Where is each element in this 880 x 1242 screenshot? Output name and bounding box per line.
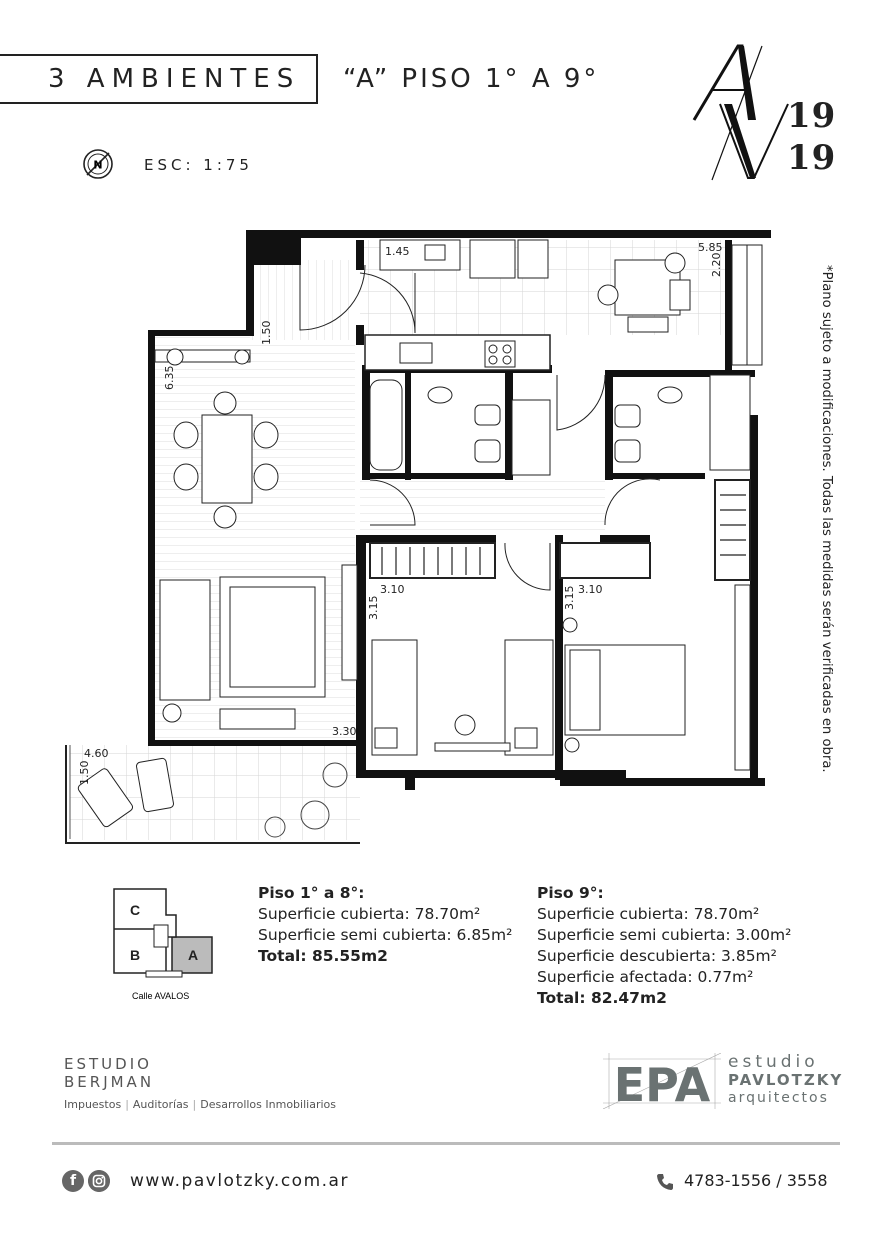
dim-label: 1.50 (260, 321, 273, 346)
key-unit-b: B (130, 947, 140, 963)
areas-heading: Piso 1° a 8°: (258, 884, 365, 902)
area-total: Total: 85.55m2 (258, 947, 388, 965)
areas-heading: Piso 9°: (537, 884, 604, 902)
areas-floor-9: Piso 9°: Superficie cubierta: 78.70m² Su… (537, 883, 791, 1009)
service-tag: Auditorías (132, 1098, 189, 1111)
logo-number-bottom: 19 (787, 138, 837, 178)
website-link[interactable]: www.pavlotzky.com.ar (130, 1171, 349, 1191)
footer-divider (52, 1142, 840, 1145)
unit-subtitle: “A” PISO 1° A 9° (343, 64, 600, 94)
dim-label: 3.10 (380, 583, 405, 596)
area-line: Superficie cubierta: 78.70m² (537, 905, 760, 923)
epa-line1: estudio (728, 1052, 819, 1072)
areas-floors-1-8: Piso 1° a 8°: Superficie cubierta: 78.70… (258, 883, 512, 967)
dim-label: 1.50 (78, 761, 91, 786)
street-label: Calle AVALOS (132, 991, 189, 1001)
dim-label: 5.85 (698, 241, 723, 254)
logo-number-top: 19 (787, 96, 837, 136)
hall-floor (360, 475, 605, 535)
dim-label: 6.35 (163, 366, 176, 391)
service-tag: Impuestos (64, 1098, 122, 1111)
area-line: Superficie semi cubierta: 3.00m² (537, 926, 792, 944)
berjman-logo-line2: BERJMAN (64, 1073, 155, 1091)
unit-title: 3 AMBIENTES (48, 64, 301, 94)
berjman-services: Impuestos|Auditorías|Desarrollos Inmobil… (64, 1098, 336, 1111)
disclaimer-text: *Plano sujeto a modificaciones. Todas la… (819, 265, 834, 773)
area-total: Total: 82.47m2 (537, 989, 667, 1007)
dim-label: 3.30 (332, 725, 357, 738)
entry-floor (250, 260, 355, 340)
av-monogram-icon (692, 44, 789, 181)
epa-line3: arquitectos (728, 1090, 829, 1106)
epa-letters: EPA (614, 1058, 711, 1109)
av1919-logo: 19 19 (690, 40, 840, 185)
phone-number[interactable]: 4783-1556 / 3558 (684, 1171, 828, 1190)
facebook-icon[interactable]: f (62, 1170, 84, 1192)
disclaimer-note: *Plano sujeto a modificaciones. Todas la… (810, 265, 840, 773)
area-line: Superficie cubierta: 78.70m² (258, 905, 481, 923)
unit-title-box: 3 AMBIENTES (0, 54, 318, 104)
dim-label: 2.20 (710, 253, 723, 278)
floor-plan: 1.45 5.85 2.20 1.50 6.35 3.10 3.15 3.15 … (65, 230, 771, 844)
scale-label: ESC: 1:75 (144, 156, 253, 174)
dim-label: 3.15 (563, 586, 576, 611)
dim-label: 1.45 (385, 245, 410, 258)
epa-line2: PAVLOTZKY (728, 1071, 844, 1089)
instagram-icon[interactable] (88, 1170, 110, 1192)
dim-label: 4.60 (84, 747, 109, 760)
svg-text:N: N (93, 159, 102, 172)
epa-logo: EPA (603, 1053, 721, 1109)
key-unit-a-highlight (171, 936, 213, 974)
service-tag: Desarrollos Inmobiliarios (200, 1098, 336, 1111)
key-plan: C B A Calle AVALOS (113, 888, 213, 1001)
phone-icon (657, 1174, 673, 1190)
dim-label: 3.10 (578, 583, 603, 596)
area-line: Superficie semi cubierta: 6.85m² (258, 926, 513, 944)
berjman-logo-line1: ESTUDIO (64, 1055, 152, 1073)
area-line: Superficie descubierta: 3.85m² (537, 947, 777, 965)
key-unit-a: A (188, 947, 198, 963)
dim-label: 3.15 (367, 596, 380, 621)
key-unit-c: C (130, 902, 140, 918)
north-compass-icon: N (83, 149, 113, 179)
area-line: Superficie afectada: 0.77m² (537, 968, 754, 986)
